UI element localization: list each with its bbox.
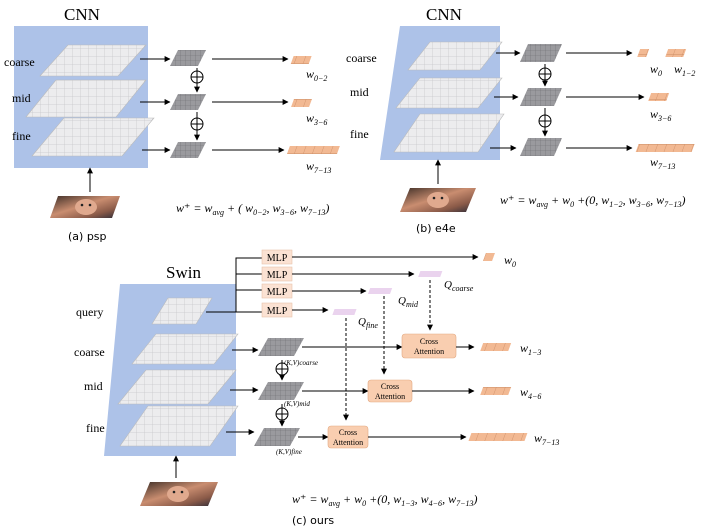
output-label-b1: w1−2 (674, 62, 695, 78)
feature-map-fine-c (119, 405, 239, 447)
feature-map-mid-a (25, 79, 147, 118)
mlp-label-1: MLP (267, 253, 288, 264)
panel-a-title: CNN (64, 5, 100, 24)
add-icon (190, 70, 204, 84)
panel-b-title: CNN (426, 5, 462, 24)
latent-c-w4-6 (480, 387, 512, 395)
small-map-b3 (520, 138, 562, 156)
level-label-fine-b: fine (350, 127, 369, 141)
output-label-a1: w0−2 (306, 67, 327, 83)
latent-a-w7-13 (286, 146, 340, 154)
add-icon (190, 117, 204, 131)
output-label-a3: w7−13 (306, 159, 331, 175)
latent-c-w0 (483, 253, 495, 261)
small-map-a2 (170, 94, 206, 110)
panel-b: CNN coarse mid fine w0 w1−2 w3−6 w7−13 (346, 5, 695, 235)
feature-map-mid-c (117, 369, 237, 405)
cross-attention-label: Cross (339, 428, 357, 437)
level-label-query: query (76, 305, 103, 319)
feature-map-query (151, 297, 213, 325)
query-token-fine (332, 309, 357, 315)
output-label-b0: w0 (650, 62, 662, 78)
feature-map-fine-a (31, 117, 155, 157)
mlp-label-2: MLP (267, 270, 288, 281)
feature-map-coarse-b (407, 41, 503, 71)
output-label-b2: w3−6 (650, 107, 671, 123)
add-icon (275, 362, 289, 376)
formula-b: w⁺ = wavg + w0 +(0, w1−2, w3−6, w7−13) (500, 193, 685, 209)
cross-attention-label: Cross (381, 382, 399, 391)
latent-b-w7-13 (635, 144, 695, 152)
output-label-c0: w0 (504, 253, 516, 269)
level-label-coarse-a: coarse (4, 55, 35, 69)
mlp-stack: MLP MLP MLP MLP (261, 249, 293, 318)
formula-a: w⁺ = wavg + ( w0−2, w3−6, w7−13) (176, 201, 329, 217)
latent-c-w7-13 (468, 433, 528, 441)
level-label-mid-c: mid (84, 379, 103, 393)
kv-label-mid: (K,V)mid (284, 400, 310, 408)
feature-map-coarse-a (39, 44, 147, 77)
latent-b-w1-2 (665, 49, 687, 57)
output-label-c1: w1−3 (520, 341, 541, 357)
query-router (206, 257, 262, 313)
output-label-c2: w4−6 (520, 385, 541, 401)
add-icon (275, 407, 289, 421)
cross-attention-mid: Cross Attention (367, 379, 413, 403)
caption-b: (b) e4e (416, 222, 456, 235)
feature-map-mid-b (395, 77, 503, 109)
level-label-mid-a: mid (12, 91, 31, 105)
small-map-b1 (520, 44, 562, 62)
kv-map-coarse (258, 338, 304, 356)
latent-c-w1-3 (480, 343, 512, 351)
level-label-coarse-b: coarse (346, 51, 377, 65)
panel-c-title: Swin (166, 263, 201, 282)
latent-b-w0 (637, 49, 650, 57)
feature-map-fine-b (393, 113, 505, 153)
kv-map-mid (258, 382, 304, 400)
latent-b-w3-6 (648, 93, 670, 101)
output-label-b3: w7−13 (650, 155, 675, 171)
small-map-b2 (520, 88, 562, 106)
query-token-mid (367, 288, 393, 294)
caption-c: (c) ours (292, 514, 334, 527)
cross-attention-coarse: Cross Attention (401, 333, 457, 359)
cross-attention-label: Attention (414, 347, 444, 356)
face-image-a (50, 196, 120, 218)
output-label-c3: w7−13 (534, 431, 559, 447)
mlp-label-3: MLP (267, 287, 288, 298)
kv-label-fine: (K,V)fine (276, 448, 302, 456)
mlp-label-4: MLP (267, 306, 288, 317)
caption-a: (a) psp (68, 230, 107, 243)
face-image-c (140, 482, 218, 506)
face-image-b (400, 188, 476, 212)
latent-a-w3-6 (291, 99, 312, 107)
small-map-a3 (170, 142, 206, 158)
cross-attention-label: Attention (375, 392, 405, 401)
cross-attention-label: Attention (333, 438, 363, 447)
add-icon (538, 67, 552, 81)
output-label-a2: w3−6 (306, 111, 327, 127)
query-label-fine: Qfine (358, 316, 378, 330)
level-label-mid-b: mid (350, 85, 369, 99)
cross-attention-label: Cross (420, 337, 438, 346)
panel-a: CNN coarse mid fine w0−2 w3−6 w7−13 (4, 5, 340, 243)
add-icon (538, 114, 552, 128)
formula-c: w⁺ = wavg + w0 +(0, w1−3, w4−6, w7−13) (292, 492, 477, 508)
panel-c: Swin query coarse mid fine MLP MLP MLP M… (74, 249, 559, 527)
small-map-a1 (170, 50, 206, 66)
query-label-mid: Qmid (398, 295, 419, 309)
query-label-coarse: Qcoarse (444, 279, 474, 293)
kv-map-fine (254, 428, 300, 446)
level-label-coarse-c: coarse (74, 345, 105, 359)
level-label-fine-c: fine (86, 421, 105, 435)
query-token-coarse (418, 271, 443, 277)
feature-map-coarse-c (131, 333, 239, 365)
kv-label-coarse: (K,V)coarse (284, 359, 318, 367)
cross-attention-fine: Cross Attention (327, 425, 369, 449)
level-label-fine-a: fine (12, 129, 31, 143)
latent-a-w0-2 (290, 56, 312, 64)
